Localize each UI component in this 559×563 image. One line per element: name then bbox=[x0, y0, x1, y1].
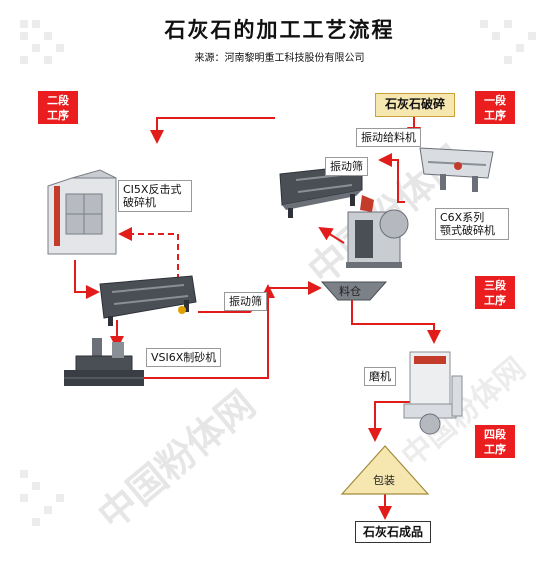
arrow-stage1-to-screen1 bbox=[378, 153, 405, 203]
packing-triangle bbox=[340, 445, 430, 495]
jaw-crusher-label-line1: C6X系列 bbox=[440, 211, 485, 224]
stage-badge-2: 二段 工序 bbox=[38, 91, 78, 124]
arrow-jaw-to-screen1 bbox=[318, 226, 345, 244]
arrow-impact-to-screen2 bbox=[74, 260, 100, 299]
stage-badge-4-line2: 工序 bbox=[484, 442, 506, 456]
bin-shape bbox=[320, 281, 388, 301]
arrow-mill-to-pack bbox=[368, 401, 417, 442]
impact-crusher-label-line2: 破碎机 bbox=[123, 196, 156, 209]
stage-badge-4-line1: 四段 bbox=[484, 427, 506, 441]
stage-badge-3-line1: 三段 bbox=[484, 278, 506, 292]
feeder-label: 振动给料机 bbox=[356, 128, 421, 147]
jaw-crusher-machine bbox=[346, 195, 409, 268]
stage-badge-4: 四段 工序 bbox=[475, 425, 515, 458]
mill-label: 磨机 bbox=[364, 367, 396, 386]
screen1-label: 振动筛 bbox=[325, 157, 368, 176]
jaw-crusher-label: C6X系列 颚式破碎机 bbox=[435, 208, 509, 240]
stage-badge-3: 三段 工序 bbox=[475, 276, 515, 309]
stage-badge-1-line2: 工序 bbox=[484, 108, 506, 122]
start-node: 石灰石破碎 bbox=[375, 93, 455, 117]
product-node: 石灰石成品 bbox=[355, 521, 431, 543]
stage-badge-2-line2: 工序 bbox=[47, 108, 69, 122]
vibrating-feeder-machine bbox=[419, 147, 494, 192]
page-source: 来源：河南黎明重工科技股份有限公司 bbox=[194, 53, 365, 64]
vsi-sand-maker-machine bbox=[64, 338, 144, 386]
screen2-label: 振动筛 bbox=[224, 292, 267, 311]
stage-badge-3-line2: 工序 bbox=[484, 293, 506, 307]
impact-crusher-machine bbox=[47, 169, 117, 255]
arrow-screen1-to-impact bbox=[150, 117, 275, 144]
impact-crusher-label: CI5X反击式 破碎机 bbox=[118, 180, 192, 212]
jaw-crusher-label-line2: 颚式破碎机 bbox=[440, 224, 495, 237]
page-title: 石灰石的加工工艺流程 bbox=[164, 18, 395, 42]
arrow-return-dashed bbox=[118, 227, 179, 290]
vibrating-screen-2-machine bbox=[99, 275, 197, 326]
grinding-mill-machine bbox=[403, 351, 463, 435]
watermark-grid-icon bbox=[20, 20, 536, 526]
stage-badge-1-line1: 一段 bbox=[484, 93, 506, 107]
impact-crusher-label-line1: CI5X反击式 bbox=[123, 183, 182, 196]
stage-badge-2-line1: 二段 bbox=[47, 93, 69, 107]
arrow-vsi-to-bin bbox=[130, 284, 275, 379]
arrow-bin-to-mill bbox=[351, 300, 441, 344]
bin-label: 料仓 bbox=[339, 285, 361, 298]
pack-label: 包装 bbox=[373, 474, 395, 487]
stage-badge-1: 一段 工序 bbox=[475, 91, 515, 124]
vsi-label: VSI6X制砂机 bbox=[146, 348, 222, 367]
